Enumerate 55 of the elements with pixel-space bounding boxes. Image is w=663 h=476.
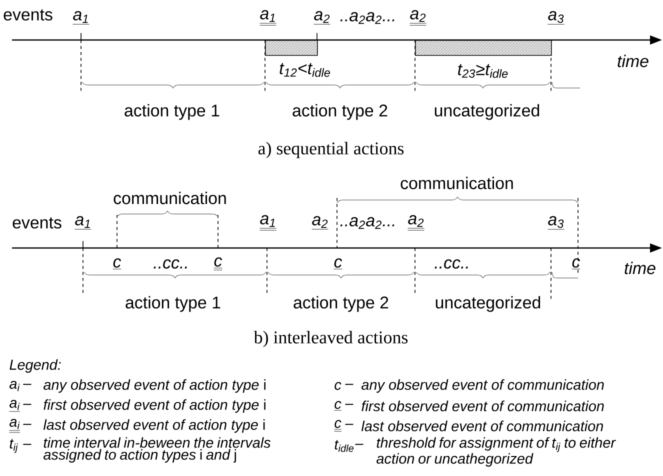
legend-description: any observed event of action type i: [44, 379, 266, 393]
event-label: a$_{3}$: [548, 11, 564, 24]
phase-label: uncategorized: [436, 296, 540, 312]
phase-label: action type 1: [124, 104, 220, 120]
legend-description: time interval in-beween the intervals assigned to action types i and j: [44, 437, 271, 463]
event-label: c: [214, 257, 222, 270]
event-label: a$_{2}$: [314, 11, 330, 24]
event-label: a$_{1}$: [260, 10, 276, 26]
legend-description: first observed event of communication: [362, 400, 604, 412]
legend-dash: –: [345, 384, 354, 385]
legend-symbol: t$_{idle}$: [334, 440, 354, 452]
legend-description: any observed event of communication: [362, 379, 604, 393]
legend-symbol: c: [334, 382, 342, 390]
event-label: a$_{2}$: [312, 216, 328, 230]
axis-label: time: [624, 262, 656, 274]
legend-description: threshold for assignment of t$_{ij}$ to either action or uncathegorized: [376, 437, 616, 467]
legend-symbol: a$_{i}$: [10, 380, 20, 392]
event-label: ..a$_{2}$a$_{2}$...: [340, 12, 394, 24]
caption: b) interleaved actions: [254, 330, 408, 348]
legend-dash: –: [345, 404, 354, 405]
phase-label: action type 2: [294, 296, 388, 312]
legend-description: last observed event of communication: [361, 420, 603, 432]
event-label: c: [572, 258, 580, 270]
axis-label: events: [12, 217, 62, 229]
legend-dash: –: [23, 424, 32, 425]
legend-dash: –: [23, 444, 32, 445]
phase-label: action type 2: [292, 104, 388, 120]
event-label: c: [334, 258, 342, 270]
group-label: communication: [400, 176, 513, 190]
axis-label: time: [618, 54, 648, 68]
legend-description: last observed event of action type i: [43, 419, 265, 433]
legend-title: Legend:: [10, 359, 61, 373]
phase-label: action type 1: [126, 296, 220, 312]
legend-dash: –: [23, 404, 32, 405]
event-label: a$_{1}$: [260, 215, 276, 230]
event-label: a$_{2}$: [410, 10, 426, 26]
axis-label: events: [4, 9, 52, 21]
legend-description: first observed event of action type i: [44, 399, 266, 413]
interval-label: t$_{23}$≥t$_{idle}$: [458, 64, 508, 78]
legend-dash: –: [23, 384, 32, 385]
interval-label: t$_{12}$<t$_{idle}$: [280, 63, 330, 77]
event-label: ..a$_{2}$a$_{2}$...: [340, 217, 394, 229]
group-label: communication: [114, 192, 226, 204]
event-label: a$_{3}$: [548, 216, 564, 230]
event-label: c: [112, 258, 122, 270]
event-label: a$_{2}$: [408, 215, 424, 230]
phase-label: uncategorized: [434, 104, 540, 120]
legend-dash: –: [345, 424, 354, 425]
event-label: ..cc..: [434, 259, 468, 269]
legend-dash: –: [355, 444, 364, 445]
event-label: ..cc..: [154, 259, 187, 269]
event-label: a$_{1}$: [72, 11, 90, 24]
event-label: a$_{1}$: [74, 216, 92, 230]
caption: a) sequential actions: [258, 142, 404, 158]
legend-symbol: t$_{ij}$: [10, 439, 18, 453]
